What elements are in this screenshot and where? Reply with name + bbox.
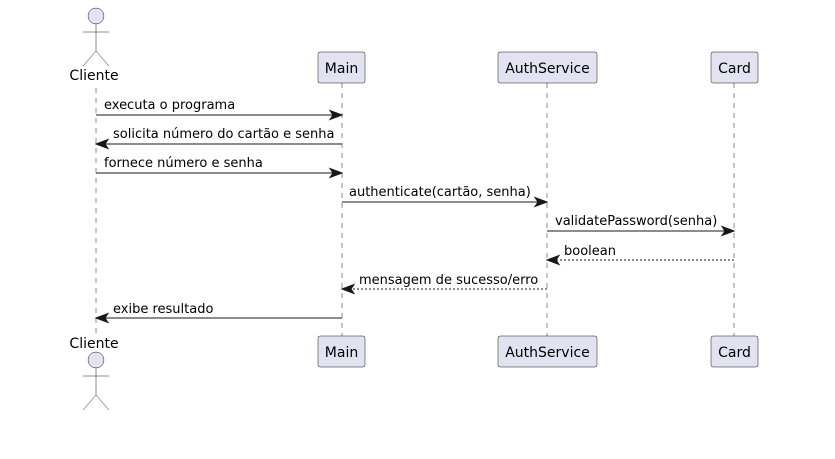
actor-cliente-top-icon — [82, 7, 110, 67]
participant-main-bottom-label: Main — [325, 345, 358, 361]
participant-main-top-label: Main — [325, 61, 358, 77]
message-3: fornece número e senha — [96, 156, 344, 179]
messages: executa o programa solicita número do ca… — [94, 98, 736, 324]
participant-main-top: Main — [317, 51, 366, 84]
message-7-arrowhead — [340, 283, 356, 295]
participant-authservice-top: AuthService — [497, 51, 598, 84]
message-6-arrowhead — [545, 254, 561, 266]
message-2: solicita número do cartão e senha — [94, 127, 342, 150]
message-8: exibe resultado — [94, 302, 342, 324]
participant-main-bottom: Main — [317, 335, 366, 368]
lifelines — [95, 83, 735, 336]
message-4: authenticate(cartão, senha) — [342, 185, 549, 208]
message-3-label: fornece número e senha — [104, 156, 263, 171]
message-1: executa o programa — [96, 98, 344, 121]
message-4-label: authenticate(cartão, senha) — [349, 185, 531, 200]
message-1-label: executa o programa — [104, 98, 235, 113]
message-2-label: solicita número do cartão e senha — [113, 127, 334, 142]
message-2-arrowhead — [94, 138, 110, 150]
message-5-arrowhead — [720, 225, 736, 237]
participant-card-top-label: Card — [718, 61, 751, 77]
actor-cliente-top-label: Cliente — [69, 68, 118, 84]
participant-card-bottom-label: Card — [718, 345, 751, 361]
actor-cliente-bottom-label: Cliente — [69, 336, 118, 352]
message-7: mensagem de sucesso/erro — [340, 273, 547, 295]
message-1-arrowhead — [328, 109, 344, 121]
message-7-label: mensagem de sucesso/erro — [359, 273, 538, 288]
participant-card-bottom: Card — [710, 335, 759, 368]
message-8-arrowhead — [94, 312, 110, 324]
participant-authservice-bottom-label: AuthService — [505, 345, 590, 361]
participant-authservice-bottom: AuthService — [497, 335, 598, 368]
participant-card-top: Card — [710, 51, 759, 84]
message-6: boolean — [545, 244, 734, 266]
message-5: validatePassword(senha) — [547, 214, 736, 237]
message-5-label: validatePassword(senha) — [555, 214, 717, 229]
message-4-arrowhead — [533, 196, 549, 208]
message-8-label: exibe resultado — [113, 302, 213, 317]
message-6-label: boolean — [564, 244, 616, 259]
message-3-arrowhead — [328, 167, 344, 179]
participant-authservice-top-label: AuthService — [505, 61, 590, 77]
actor-cliente-bottom-icon — [82, 351, 110, 411]
